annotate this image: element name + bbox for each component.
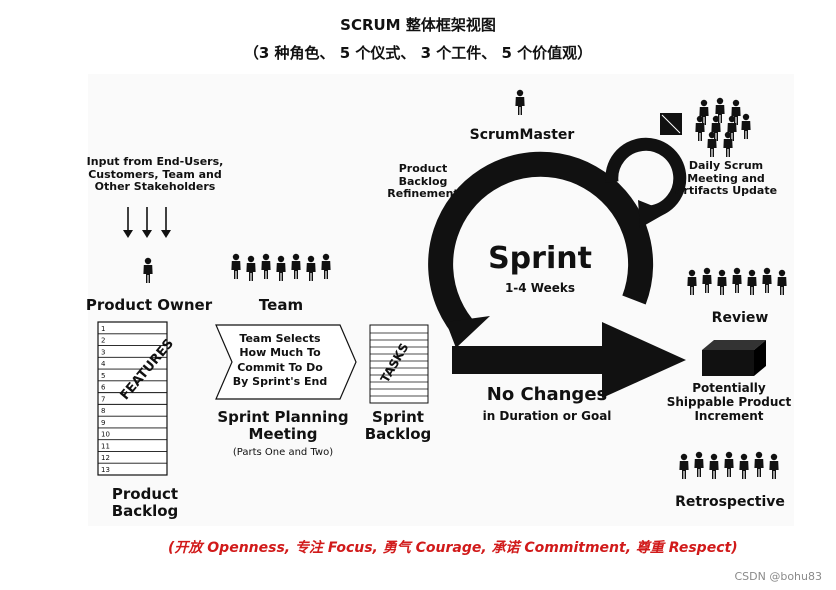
page-subtitle: （3 种角色、 5 个仪式、 3 个工件、 5 个价值观） [243,44,593,62]
backlog-row-number: 6 [101,384,106,392]
product-owner-label: Product Owner [85,296,213,314]
team-selects-chevron [215,324,357,400]
backlog-row-number: 12 [101,454,110,462]
backlog-row-number: 8 [101,407,105,415]
delivery-arrow [452,322,686,398]
increment-box-icon [702,340,766,376]
backlog-row-number: 2 [101,337,105,345]
sprint-backlog-list: TASKS [369,324,429,404]
scrummaster-icon [515,89,525,115]
no-changes-sub: in Duration or Goal [482,409,612,423]
daily-scrum-icon [660,97,751,157]
backlog-row-number: 10 [101,431,110,439]
retrospective-label: Retrospective [675,494,785,510]
backlog-row-number: 5 [101,372,105,380]
input-note: Input from End-Users,Customers, Team and… [86,155,224,194]
product-owner-icon [143,257,153,283]
backlog-row-number: 13 [101,466,110,474]
sprint-planning-sub: (Parts One and Two) [232,447,334,458]
input-arrows [123,207,171,238]
backlog-row-number: 7 [101,395,105,403]
backlog-row-number: 9 [101,419,105,427]
daily-loop-arrow [605,137,687,228]
team-label: Team [258,296,304,314]
review-label: Review [711,310,769,326]
watermark: CSDN @bohu83 [734,570,822,583]
review-people-icon [687,267,787,295]
values-motto: (开放 Openness, 专注 Focus, 勇气 Courage, 承诺 C… [168,540,738,556]
team-people-icon [231,253,331,281]
no-changes-label: No Changes [486,384,608,405]
backlog-row-number: 3 [101,348,105,356]
backlog-row-number: 4 [101,360,106,368]
sprint-label: Sprint [488,241,592,276]
page-title: SCRUM 整体框架视图 [340,16,496,34]
backlog-row-number: 1 [101,325,105,333]
sprint-duration-label: 1-4 Weeks [504,281,576,295]
sprint-cycle-arrow [428,151,654,348]
retrospective-people-icon [679,451,779,479]
scrummaster-label: ScrumMaster [469,127,575,143]
backlog-row-number: 11 [101,442,110,450]
